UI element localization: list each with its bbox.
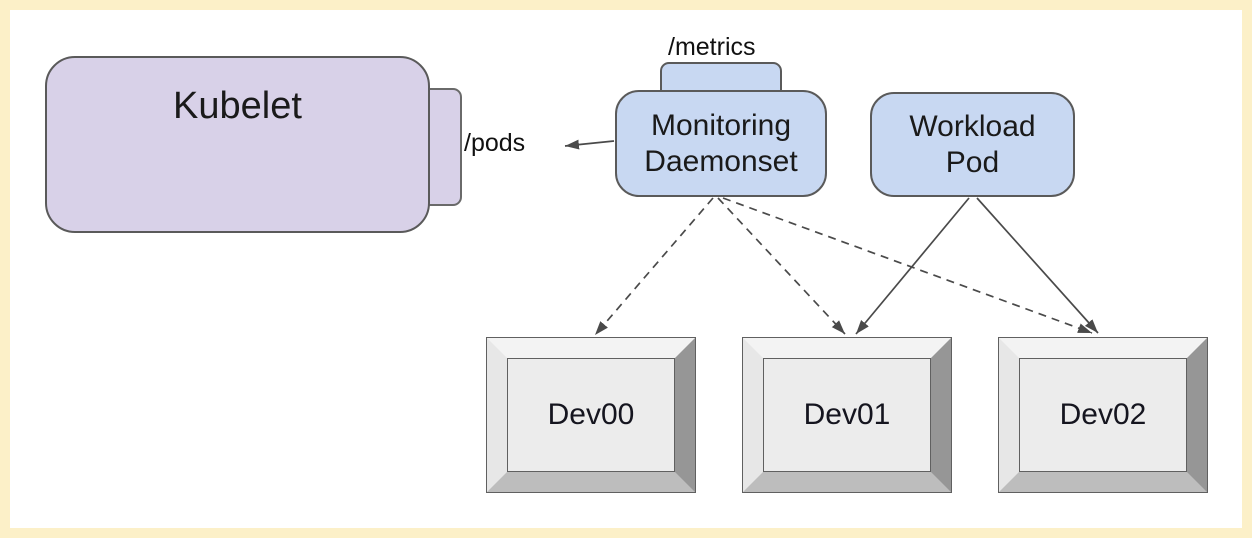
kubelet-label: Kubelet <box>173 85 302 127</box>
edge-monitoring-daemonset-to-kubelet-pods <box>564 139 615 150</box>
metrics-endpoint-label: /metrics <box>668 33 756 61</box>
device-dev00-label: Dev00 <box>547 398 635 431</box>
edge-workload-pod-to-dev02 <box>976 197 1099 334</box>
device-dev00: Dev00 <box>486 337 696 493</box>
device-dev02-face: Dev02 <box>1019 358 1187 472</box>
edge-monitoring-daemonset-to-dev01 <box>717 197 846 335</box>
monitoring-daemonset-node: Monitoring Daemonset <box>615 90 827 197</box>
device-dev02-label: Dev02 <box>1059 398 1147 431</box>
kubelet-node: Kubelet <box>45 56 430 233</box>
edge-monitoring-daemonset-to-dev02 <box>722 197 1093 334</box>
workload-pod-node: Workload Pod <box>870 92 1075 197</box>
edge-workload-pod-to-dev01 <box>855 197 970 335</box>
device-dev00-face: Dev00 <box>507 358 675 472</box>
pods-endpoint-label: /pods <box>464 129 526 157</box>
workload-pod-label: Workload Pod <box>909 109 1036 179</box>
edge-monitoring-daemonset-to-dev00 <box>594 197 714 336</box>
device-dev01-label: Dev01 <box>803 398 891 431</box>
device-dev01: Dev01 <box>742 337 952 493</box>
device-dev02: Dev02 <box>998 337 1208 493</box>
monitoring-daemonset-label: Monitoring Daemonset <box>644 108 798 178</box>
device-dev01-face: Dev01 <box>763 358 931 472</box>
